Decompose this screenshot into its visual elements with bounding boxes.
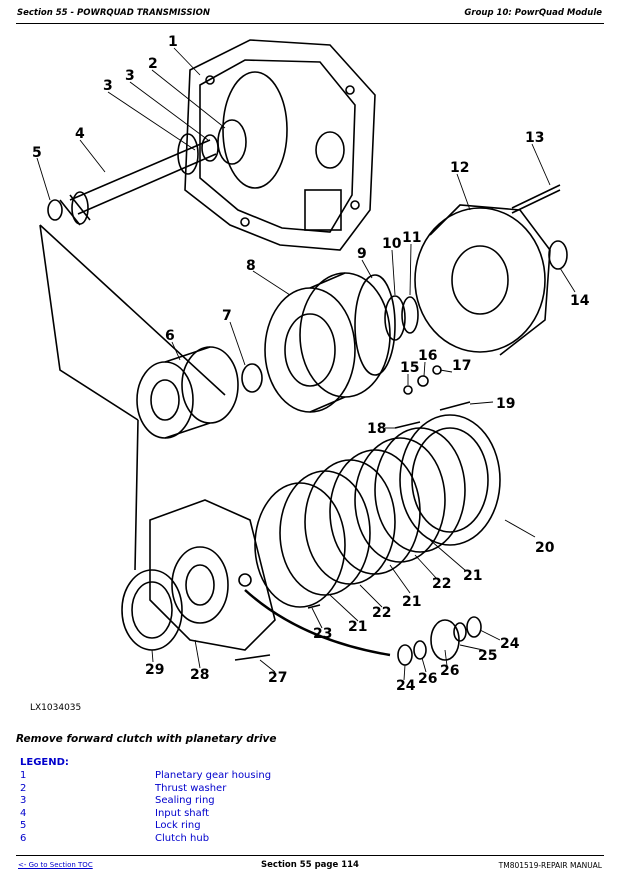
- clutch-piston: [264, 272, 391, 413]
- screw-19: [439, 401, 471, 411]
- callout-21a: 21: [463, 568, 482, 584]
- callout-1: 1: [168, 34, 178, 50]
- callout-26a: 26: [440, 663, 459, 679]
- callout-24a: 24: [500, 636, 520, 652]
- seal-ring-9: [354, 274, 396, 376]
- gear-25: [430, 619, 460, 661]
- callout-8: 8: [246, 258, 256, 274]
- callout-4: 4: [75, 126, 85, 142]
- callout-12: 12: [450, 160, 469, 176]
- legend-label: Lock ring: [155, 820, 201, 831]
- footer-divider: [16, 855, 604, 856]
- bearing-26b: [453, 622, 467, 642]
- disc-e: [279, 470, 371, 596]
- seal-ring-11: [401, 296, 419, 334]
- callout-18: 18: [367, 421, 386, 437]
- clutch-hub: [136, 346, 239, 439]
- pin-23: [307, 604, 321, 609]
- callout-22a: 22: [432, 576, 451, 592]
- callout-23: 23: [313, 626, 332, 642]
- legend-label: Input shaft: [155, 807, 210, 819]
- callout-11: 11: [402, 230, 421, 246]
- callout-15: 15: [400, 360, 419, 376]
- callout-17: 17: [452, 358, 471, 374]
- callout-27: 27: [268, 670, 287, 686]
- callout-16: 16: [418, 348, 437, 364]
- legend-list: 1 Planetary gear housing 2 Thrust washer…: [20, 770, 420, 845]
- callout-10: 10: [382, 236, 402, 252]
- ball-15: [403, 385, 413, 395]
- input-shaft: [59, 133, 217, 226]
- clutch-carrier: [414, 204, 551, 356]
- legend-item: 1 Planetary gear housing: [20, 770, 420, 783]
- callout-25: 25: [478, 648, 497, 664]
- callout-20: 20: [535, 540, 555, 556]
- legend-number: 4: [20, 807, 27, 819]
- legend-label: Planetary gear housing: [155, 770, 272, 781]
- callout-9: 9: [357, 246, 367, 262]
- planetary-housing: [149, 499, 276, 651]
- sealing-ring: [201, 134, 219, 162]
- bearing-14: [548, 240, 568, 270]
- legend-number: 2: [20, 782, 27, 794]
- legend-label: Thrust washer: [155, 782, 227, 794]
- callout-14: 14: [570, 293, 590, 309]
- header-divider: [16, 23, 604, 24]
- legend-number: 1: [20, 770, 27, 781]
- oil-line: [244, 589, 391, 657]
- section-toc-link[interactable]: <- Go to Section TOC: [18, 861, 93, 869]
- legend-label: Clutch hub: [155, 832, 210, 844]
- exploded-view-diagram: 1 2 3 3 4 5 13 12 14 8 9 10 11 7 6 15 16…: [32, 34, 590, 694]
- bolt-13: [511, 184, 561, 214]
- callout-13: 13: [525, 130, 544, 146]
- callout-2: 2: [148, 56, 158, 72]
- disc-f: [254, 482, 346, 608]
- callout-5: 5: [32, 145, 42, 161]
- figure-id: LX1034035: [30, 703, 82, 713]
- lock-ring-7: [241, 363, 263, 393]
- callout-3b: 3: [103, 78, 113, 94]
- disc-a: [374, 427, 466, 553]
- figure-caption: Remove forward clutch with planetary dri…: [16, 733, 277, 745]
- pin-27: [234, 654, 271, 661]
- callout-21c: 21: [348, 619, 367, 635]
- callout-21b: 21: [402, 594, 421, 610]
- callout-22b: 22: [372, 605, 391, 621]
- end-plate: [399, 414, 501, 546]
- legend-label: Sealing ring: [155, 795, 215, 806]
- callout-6: 6: [165, 328, 175, 344]
- legend-item: 2 Thrust washer: [20, 783, 420, 796]
- callout-29: 29: [145, 662, 164, 678]
- callout-7: 7: [222, 308, 232, 324]
- lock-ring: [47, 199, 63, 221]
- thrust-washer: [217, 119, 247, 165]
- callout-26b: 26: [418, 671, 437, 687]
- callout-28: 28: [190, 667, 209, 683]
- legend-number: 5: [20, 820, 27, 831]
- bearing-26a: [413, 640, 427, 660]
- legend-item: 5 Lock ring: [20, 820, 420, 833]
- bearing-24a: [397, 644, 413, 666]
- spring-18: [394, 421, 421, 429]
- disc-b: [354, 437, 446, 563]
- manual-id: TM801519-REPAIR MANUAL: [498, 861, 602, 870]
- legend-number: 6: [20, 832, 27, 844]
- section-header: Section 55 - POWRQUAD TRANSMISSION: [17, 8, 210, 18]
- callout-24b: 24: [396, 678, 416, 694]
- callout-19: 19: [496, 396, 515, 412]
- callout-3: 3: [125, 68, 135, 84]
- legend-item: 6 Clutch hub: [20, 833, 420, 846]
- plug-17: [432, 365, 442, 375]
- seal-ring-10: [384, 295, 406, 341]
- page-number: Section 55 page 114: [261, 860, 359, 870]
- legend-title: LEGEND:: [20, 757, 69, 768]
- planetary-gear-housing: [184, 39, 376, 251]
- legend-item: 4 Input shaft: [20, 808, 420, 821]
- group-header: Group 10: PowrQuad Module: [464, 8, 602, 18]
- bearing-24b: [466, 616, 482, 638]
- legend-number: 3: [20, 795, 27, 806]
- spring-16: [417, 375, 429, 387]
- legend-item: 3 Sealing ring: [20, 795, 420, 808]
- seal-29-inner: [131, 581, 173, 639]
